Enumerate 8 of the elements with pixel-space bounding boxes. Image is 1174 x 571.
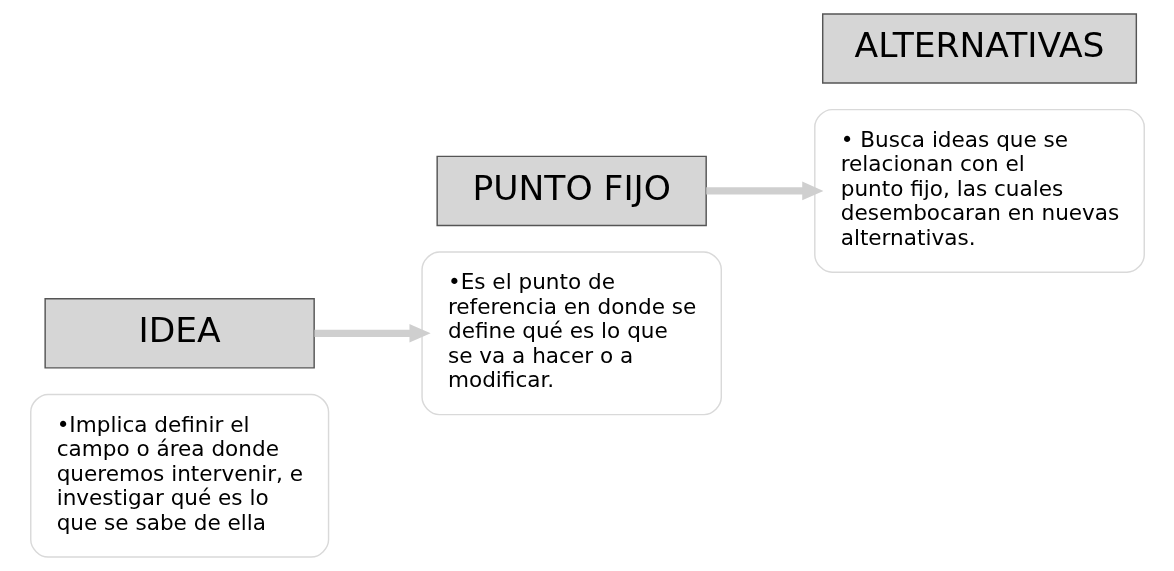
node-box: •Es el punto de referencia en donde se define qué es lo que se va a hacer o a modificar.: [420, 251, 722, 416]
node-box: IDEA: [43, 298, 315, 369]
arrow: [705, 181, 823, 201]
arrow: [313, 324, 431, 343]
node-box: PUNTO FIJO: [435, 155, 707, 227]
node-box: • Busca ideas que se relacionan con el punto fijo, las cuales desembocaran en nuevas alternativas.: [813, 108, 1145, 273]
node-box: •Implica definir el campo o área donde queremos intervenir, e investigar qué es lo que se sabe de ella: [29, 393, 329, 558]
node-box: ALTERNATIVAS: [821, 13, 1137, 84]
